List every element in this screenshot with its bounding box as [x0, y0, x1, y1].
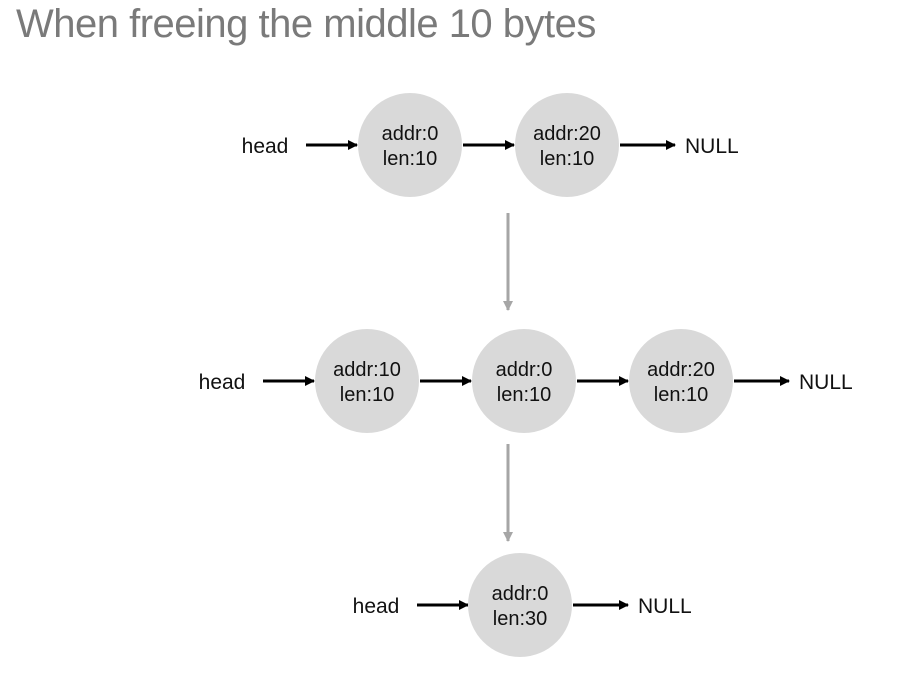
null-label: NULL [799, 371, 853, 394]
node-addr: addr:0 [492, 583, 549, 605]
node-len: len:10 [383, 148, 438, 170]
head-label: head [199, 371, 246, 394]
head-label: head [353, 595, 400, 618]
node-circle [468, 553, 572, 657]
node-circle [629, 329, 733, 433]
node-len: len:10 [340, 384, 395, 406]
node-circle [358, 93, 462, 197]
list-before: head addr:0 len:10 addr:20 len:10 NULL [242, 93, 739, 197]
head-label: head [242, 135, 289, 158]
node-len: len:30 [493, 608, 548, 630]
node-addr: addr:20 [647, 359, 715, 381]
list-inserted: head addr:10 len:10 addr:0 len:10 addr:2… [199, 329, 853, 433]
list-node: addr:0 len:10 [358, 93, 462, 197]
slide-title: When freeing the middle 10 bytes [16, 2, 596, 46]
node-len: len:10 [654, 384, 709, 406]
list-coalesced: head addr:0 len:30 NULL [353, 553, 692, 657]
node-circle [315, 329, 419, 433]
node-addr: addr:10 [333, 359, 401, 381]
list-node: addr:10 len:10 [315, 329, 419, 433]
null-label: NULL [638, 595, 692, 618]
node-addr: addr:20 [533, 123, 601, 145]
node-len: len:10 [540, 148, 595, 170]
list-node: addr:0 len:30 [468, 553, 572, 657]
list-node: addr:0 len:10 [472, 329, 576, 433]
node-circle [515, 93, 619, 197]
node-addr: addr:0 [496, 359, 553, 381]
list-node: addr:20 len:10 [629, 329, 733, 433]
node-len: len:10 [497, 384, 552, 406]
list-node: addr:20 len:10 [515, 93, 619, 197]
null-label: NULL [685, 135, 739, 158]
node-circle [472, 329, 576, 433]
node-addr: addr:0 [382, 123, 439, 145]
